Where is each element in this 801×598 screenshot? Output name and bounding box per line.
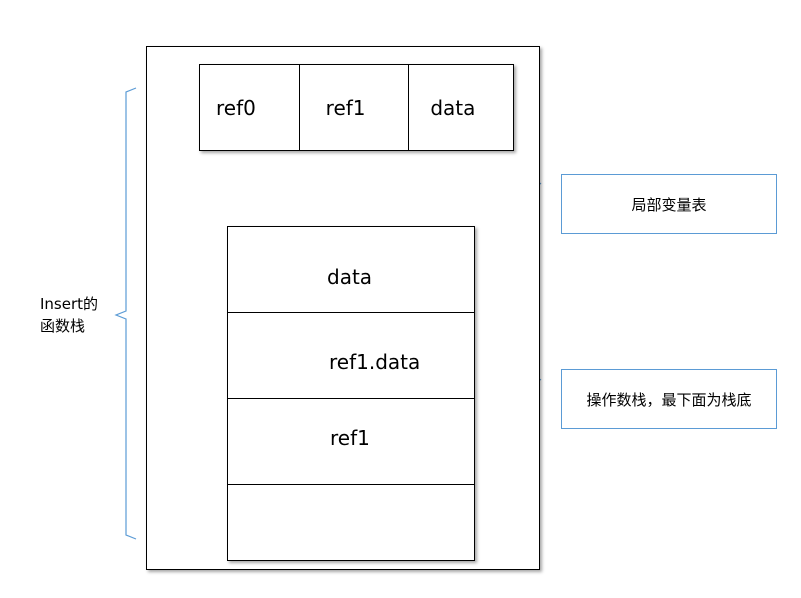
stack-slot-label: ref1 bbox=[330, 426, 370, 450]
stack-slot-label: data bbox=[327, 265, 373, 289]
local-variable-table: ref0 ref1 data bbox=[199, 64, 514, 151]
local-var-cell: data bbox=[408, 65, 513, 150]
frame-label-line: 函数栈 bbox=[40, 317, 86, 335]
operand-stack-callout: 操作数栈，最下面为栈底 bbox=[561, 369, 777, 429]
frame-brace bbox=[114, 87, 137, 540]
frame-label: Insert的 函数栈 bbox=[40, 293, 98, 337]
operand-stack: data ref1.data ref1 bbox=[227, 226, 475, 561]
frame-label-line: Insert的 bbox=[40, 295, 99, 313]
local-variable-callout: 局部变量表 bbox=[561, 174, 777, 234]
stack-slot: ref1 bbox=[228, 399, 474, 485]
local-var-cell: ref1 bbox=[298, 65, 409, 150]
stack-slot-label: ref1.data bbox=[329, 350, 421, 374]
local-var-cell: ref0 bbox=[216, 95, 256, 120]
stack-slot: ref1.data bbox=[228, 313, 474, 399]
stack-slot: data bbox=[228, 227, 474, 313]
stack-slot bbox=[228, 485, 474, 560]
